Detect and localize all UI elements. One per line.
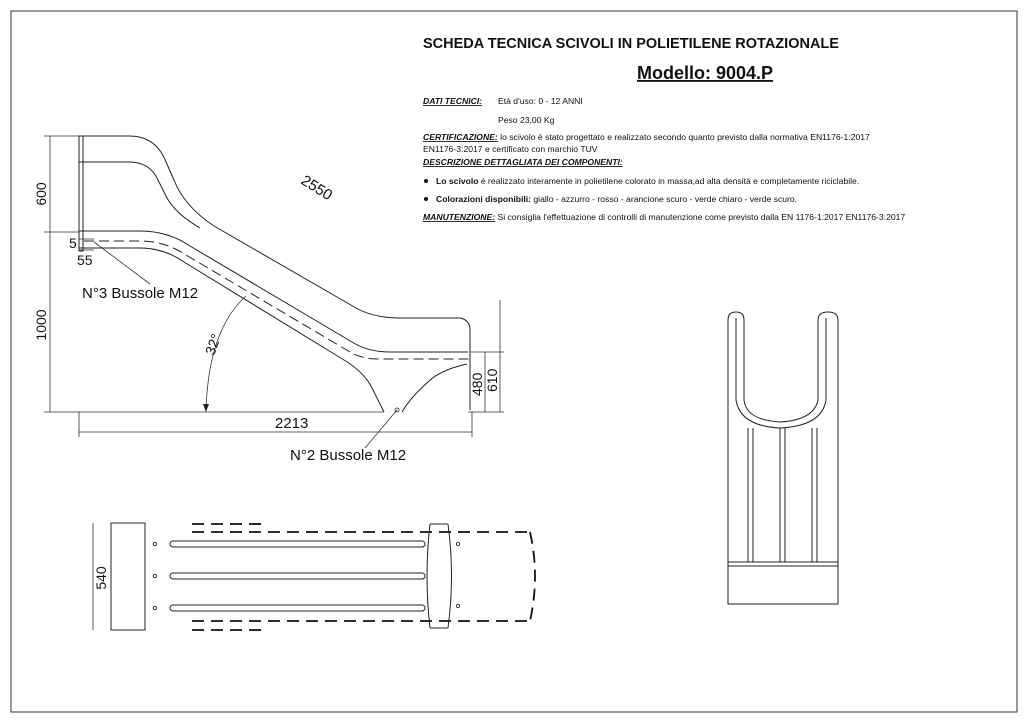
dim-540: 540 xyxy=(93,566,109,590)
plan-exit-bracket xyxy=(529,531,536,622)
dim-480: 480 xyxy=(469,372,485,396)
model-number: Modello: 9004.P xyxy=(637,63,773,83)
dim-600: 600 xyxy=(33,182,49,206)
dim-1000: 1000 xyxy=(33,309,49,340)
plan-hole-middle xyxy=(152,574,157,579)
slide-bed-top xyxy=(79,230,468,353)
plan-hole-top xyxy=(152,542,157,547)
slide-top-outline xyxy=(79,135,471,410)
dim-5: 5 xyxy=(69,235,77,251)
bullet-2-bold: Colorazioni disponibili: xyxy=(436,194,531,204)
dim-2213: 2213 xyxy=(275,415,308,432)
leader-top xyxy=(93,241,151,285)
note-bottom-bushings: N°2 Bussole M12 xyxy=(290,447,406,464)
front-view xyxy=(727,311,839,605)
plan-rear-block xyxy=(110,522,146,631)
peso-value: Peso 23,00 Kg xyxy=(498,115,555,125)
plan-hole-bottom xyxy=(152,606,157,611)
bullet-1-text: è realizzato interamente in polietilene … xyxy=(479,176,860,186)
manutenzione-line: Si consiglia l'effettuazione di controll… xyxy=(495,212,905,222)
sheet-title: SCHEDA TECNICA SCIVOLI IN POLIETILENE RO… xyxy=(423,36,839,52)
plan-rail-bottom xyxy=(169,604,426,612)
slide-inner-edge xyxy=(79,161,201,229)
plan-end-hole-top xyxy=(455,542,460,547)
slide-support-leg xyxy=(401,363,468,413)
certificazione-text: CERTIFICAZIONE: lo scivolo è stato proge… xyxy=(423,132,870,142)
note-top-bushings: N°3 Bussole M12 xyxy=(82,285,198,302)
manutenzione-label: MANUTENZIONE: xyxy=(423,212,495,222)
certificazione-line1: lo scivolo è stato progettato e realizza… xyxy=(498,132,870,142)
bullet-2: Colorazioni disponibili: giallo - azzurr… xyxy=(436,194,797,204)
plan-view: 540 xyxy=(92,522,536,631)
bullet-1-bold: Lo scivolo xyxy=(436,176,479,186)
bullet-dot-2 xyxy=(424,197,428,201)
dim-angle-arc xyxy=(205,295,247,413)
plan-rail-top xyxy=(169,540,426,548)
eta-value: Età d'uso: 0 - 12 ANNI xyxy=(498,96,583,106)
sheet-frame xyxy=(10,10,1018,713)
bullet-2-text: giallo - azzurro - rosso - arancione scu… xyxy=(531,194,797,204)
dim-55: 55 xyxy=(77,252,93,268)
leader-bottom xyxy=(364,409,398,449)
dim-610: 610 xyxy=(484,368,500,392)
plan-end-hole-bottom xyxy=(455,604,460,609)
front-outer-outline xyxy=(727,311,839,605)
plan-end-cap xyxy=(426,523,452,629)
manutenzione-text: MANUTENZIONE: Si consiglia l'effettuazio… xyxy=(423,212,905,222)
dati-tecnici-label: DATI TECNICI: xyxy=(423,96,482,106)
technical-info: DATI TECNICI: Età d'uso: 0 - 12 ANNI Pes… xyxy=(423,96,905,222)
dim-2550: 2550 xyxy=(298,172,335,204)
certificazione-label: CERTIFICAZIONE: xyxy=(423,132,498,142)
descrizione-label: DESCRIZIONE DETTAGLIATA DEI COMPONENTI: xyxy=(423,157,623,167)
slide-rear-panel xyxy=(78,135,84,252)
bullet-1: Lo scivolo è realizzato interamente in p… xyxy=(436,176,859,186)
bullet-dot-1 xyxy=(424,179,428,183)
slide-bed-dashed xyxy=(84,240,470,360)
bushing-marker xyxy=(394,407,400,413)
plan-rail-middle xyxy=(169,572,426,580)
slide-bed-bottom xyxy=(79,247,385,413)
dim-angle: 32° xyxy=(202,332,224,357)
dim-angle-arrow xyxy=(203,404,209,412)
certificazione-line2: EN1176-3:2017 e certificato con marchio … xyxy=(423,144,598,154)
side-view: 600 1000 5 55 2550 32° 480 610 2213 N°3 … xyxy=(33,135,504,464)
